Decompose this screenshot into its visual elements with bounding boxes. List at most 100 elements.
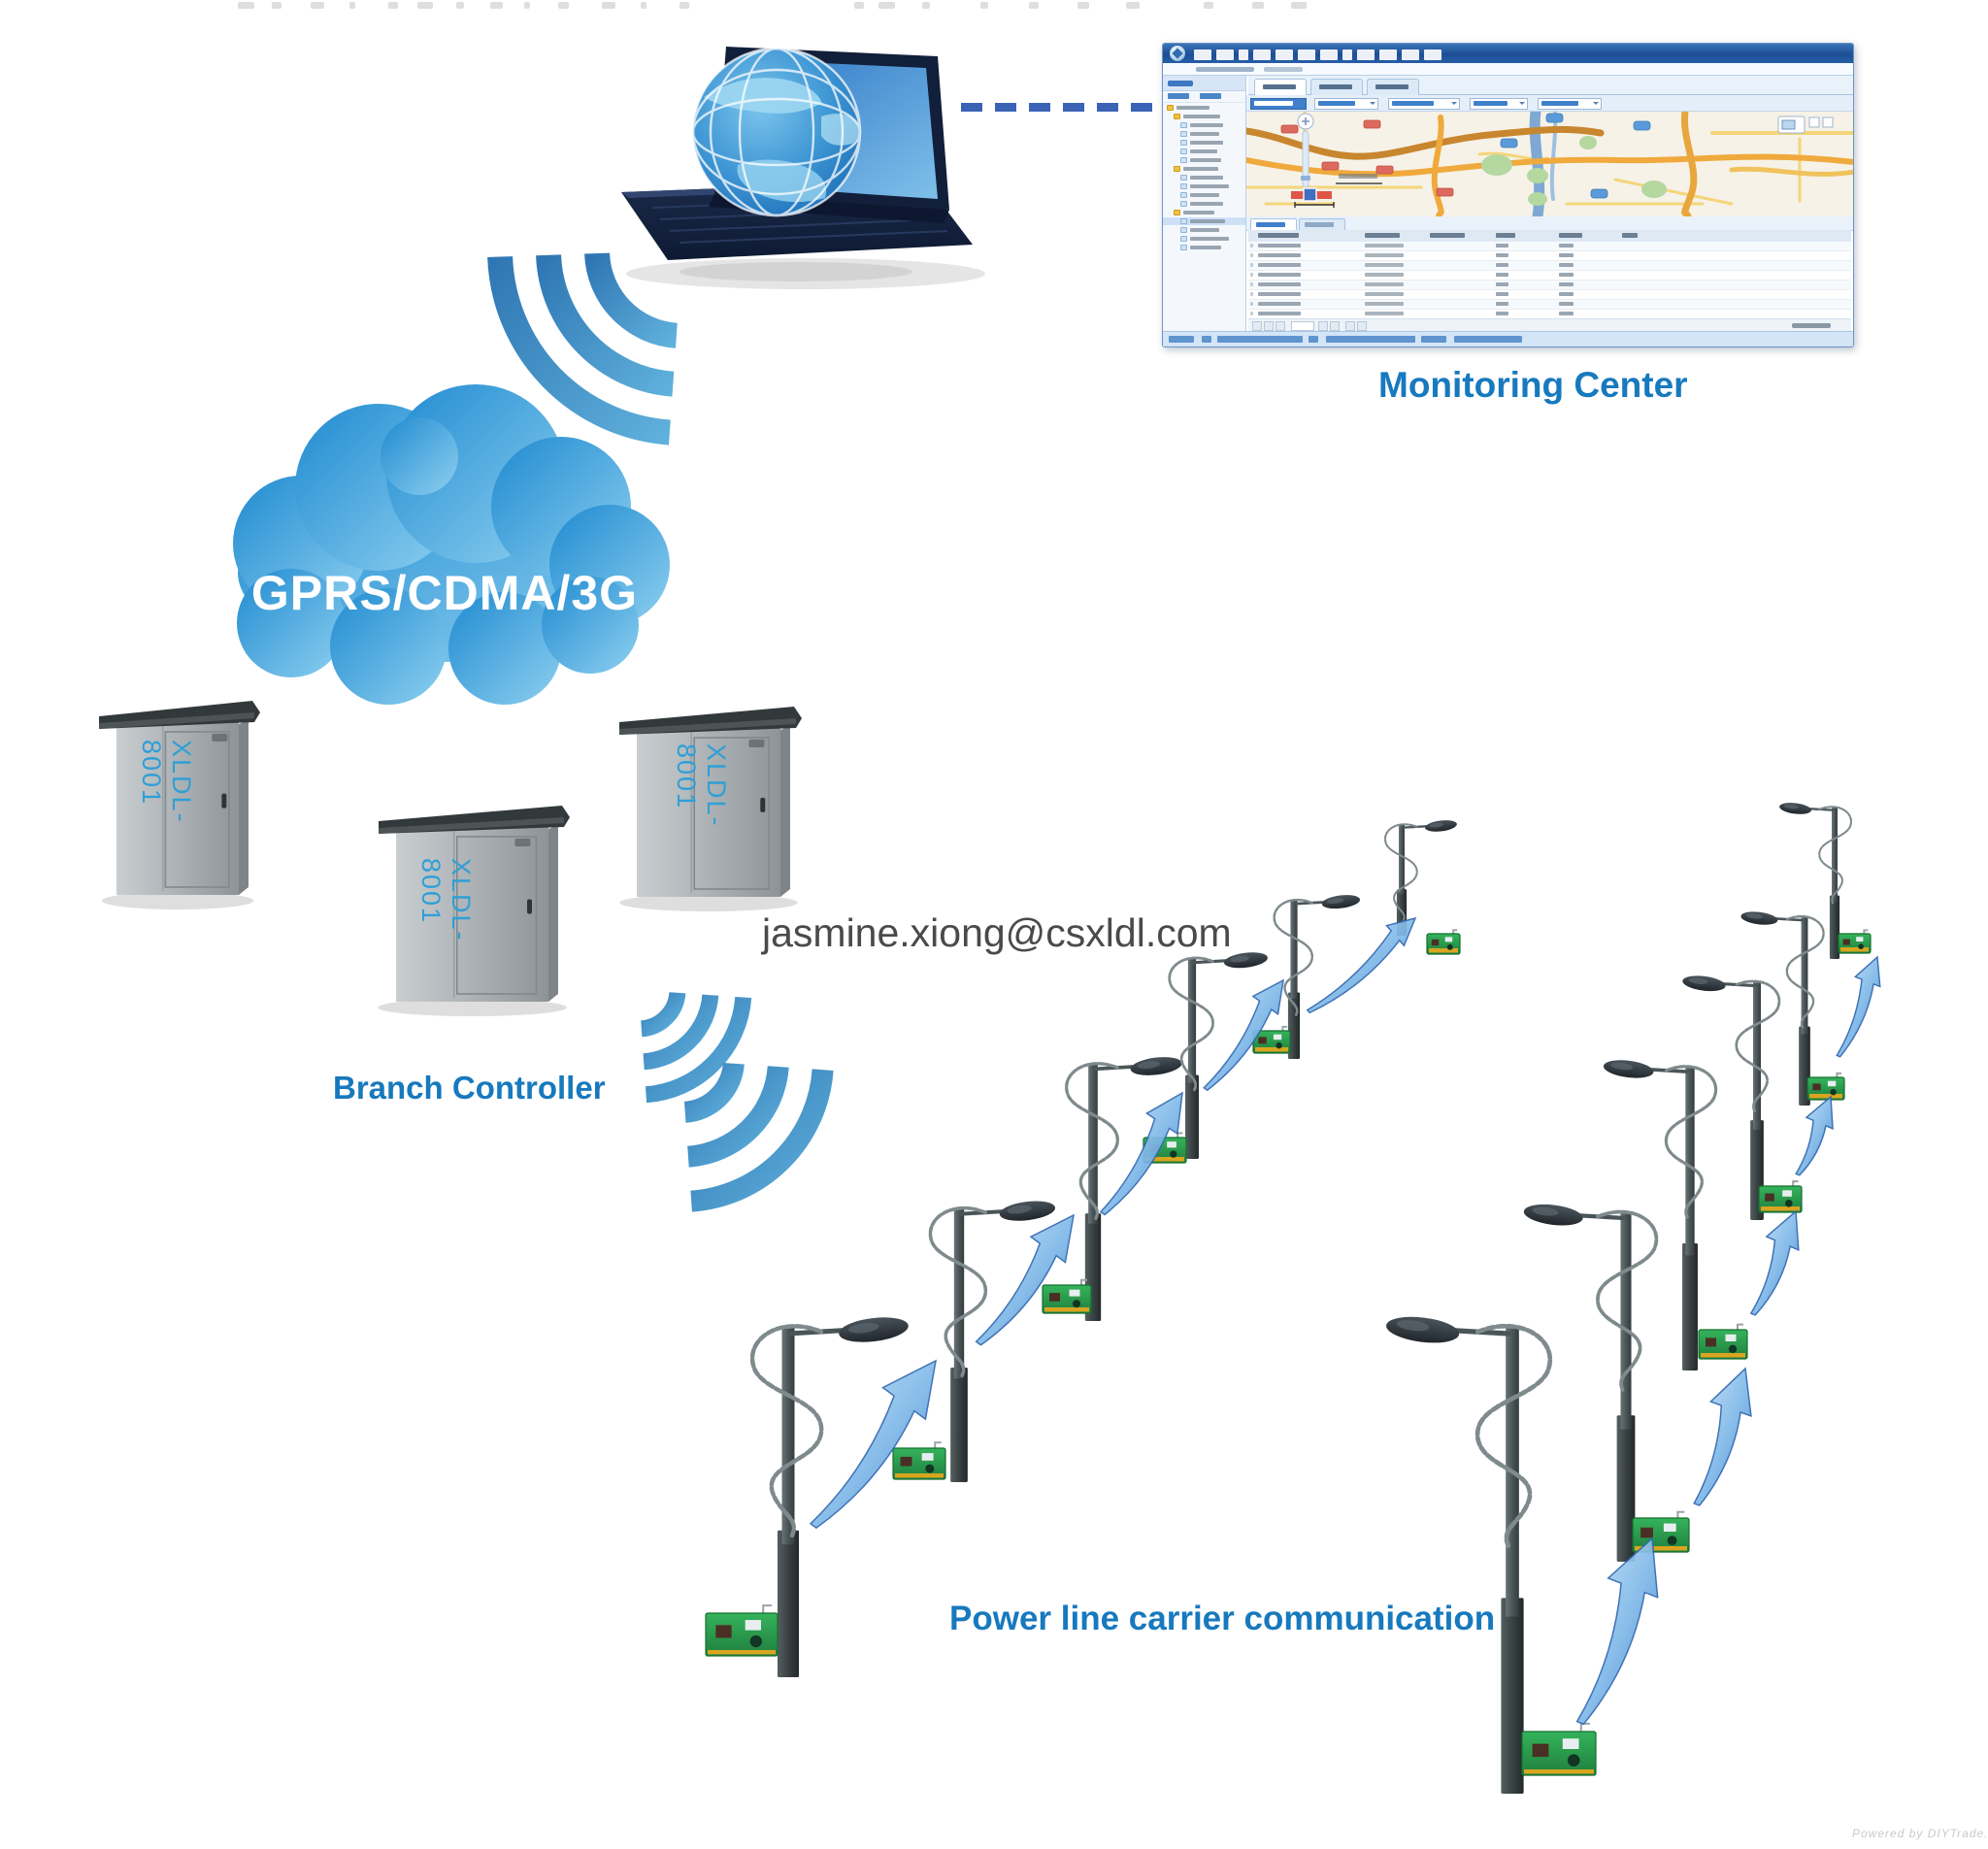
cropped-text-remnant: [1204, 2, 1213, 9]
filter-dropdown[interactable]: [1538, 98, 1602, 110]
tree-item[interactable]: [1163, 174, 1245, 182]
cropped-text-remnant: [456, 2, 464, 9]
gprs-cloud-label: GPRS/CDMA/3G: [250, 566, 639, 620]
map-station-badge[interactable]: [1545, 113, 1564, 123]
wifi-signal-icon: [683, 1062, 834, 1212]
filter-dropdown[interactable]: [1388, 98, 1460, 110]
table-cell: [1496, 263, 1508, 267]
map-alert-badge[interactable]: [1363, 119, 1381, 129]
tree-item[interactable]: [1163, 121, 1245, 129]
tree-item[interactable]: [1163, 165, 1245, 173]
tree-item[interactable]: [1163, 104, 1245, 112]
tree-item-label: [1190, 158, 1221, 162]
pager-button[interactable]: [1318, 321, 1328, 331]
city-map-view[interactable]: [1246, 112, 1854, 216]
tree-item[interactable]: [1163, 200, 1245, 208]
pager-button[interactable]: [1357, 321, 1367, 331]
map-park-areas: [1481, 136, 1667, 206]
cabinet-label-3: XLDL-8001: [672, 743, 731, 828]
lamp-controller-box: [1632, 1510, 1690, 1553]
table-row[interactable]: [1248, 261, 1851, 271]
events-table[interactable]: [1248, 230, 1851, 319]
page-number-input[interactable]: [1291, 321, 1314, 331]
table-pagination[interactable]: [1248, 318, 1851, 332]
cropped-text-remnant: [1252, 2, 1264, 9]
tree-item-label: [1190, 123, 1223, 127]
view-tab[interactable]: [1310, 79, 1363, 95]
lamp-controller-box: [1042, 1278, 1092, 1314]
pager-button[interactable]: [1252, 321, 1262, 331]
status-text-segment: [1169, 336, 1194, 343]
table-header-cell: [1496, 233, 1515, 238]
tree-item-label: [1190, 184, 1229, 188]
map-overview-control[interactable]: [1777, 116, 1834, 134]
result-subtabs[interactable]: [1246, 216, 1853, 231]
tree-item[interactable]: [1163, 191, 1245, 199]
map-station-badge[interactable]: [1633, 120, 1651, 131]
view-tab[interactable]: [1367, 79, 1419, 95]
view-tabs[interactable]: [1248, 76, 1853, 95]
map-alert-badge[interactable]: [1375, 165, 1394, 175]
tree-item[interactable]: [1163, 209, 1245, 216]
map-alert-badge[interactable]: [1280, 124, 1299, 134]
tree-item[interactable]: [1163, 130, 1245, 138]
lamp-controller-box: [705, 1604, 779, 1657]
view-tab[interactable]: [1254, 79, 1307, 95]
tree-item[interactable]: [1163, 182, 1245, 190]
power-line-coil: [1785, 914, 1825, 1029]
tree-item[interactable]: [1163, 148, 1245, 155]
status-text-segment: [1202, 336, 1211, 343]
table-row[interactable]: [1248, 290, 1851, 300]
cropped-text-remnant: [878, 2, 895, 9]
pager-button[interactable]: [1264, 321, 1274, 331]
tree-item[interactable]: [1163, 217, 1245, 225]
street-light: [1779, 803, 1853, 959]
map-scale-bar: [1294, 174, 1382, 208]
window-main-area: [1246, 76, 1854, 332]
tree-item[interactable]: [1163, 235, 1245, 243]
globe-graphic: [691, 47, 862, 217]
filter-dropdown[interactable]: [1470, 98, 1528, 110]
map-station-badge[interactable]: [1590, 188, 1608, 199]
filter-toolbar[interactable]: [1246, 95, 1853, 112]
pager-button[interactable]: [1276, 321, 1285, 331]
table-row[interactable]: [1248, 281, 1851, 290]
tree-item[interactable]: [1163, 139, 1245, 147]
street-light: [1523, 1204, 1659, 1562]
table-cell: [1258, 312, 1301, 315]
device-tree-panel[interactable]: [1163, 76, 1246, 331]
lamp-controller-box: [1698, 1323, 1748, 1360]
row-index-mark: [1250, 244, 1253, 248]
tree-panel-links[interactable]: [1163, 90, 1245, 103]
map-selected-road-marker[interactable]: [1291, 187, 1332, 202]
pager-button[interactable]: [1345, 321, 1355, 331]
map-zoom-control[interactable]: [1297, 113, 1314, 188]
cropped-text-remnant: [980, 2, 988, 9]
table-row[interactable]: [1248, 300, 1851, 310]
filter-button[interactable]: [1250, 98, 1307, 110]
street-light: [1740, 911, 1825, 1106]
table-row[interactable]: [1248, 251, 1851, 261]
tree-item[interactable]: [1163, 226, 1245, 234]
filter-dropdown[interactable]: [1314, 98, 1378, 110]
window-title-bar[interactable]: [1163, 44, 1853, 63]
status-text-segment: [1217, 336, 1303, 343]
lamp-controller-box: [892, 1441, 946, 1480]
map-alert-badge[interactable]: [1436, 187, 1454, 197]
row-index-mark: [1250, 302, 1253, 306]
power-line-coil: [1818, 806, 1853, 905]
cropped-text-remnant: [349, 2, 355, 9]
tree-item[interactable]: [1163, 244, 1245, 251]
map-park-area: [1527, 168, 1548, 183]
table-row[interactable]: [1248, 242, 1851, 251]
table-row[interactable]: [1248, 271, 1851, 281]
map-station-badge[interactable]: [1500, 138, 1518, 149]
street-light: [1273, 895, 1361, 1059]
tree-item[interactable]: [1163, 113, 1245, 120]
tree-item[interactable]: [1163, 156, 1245, 164]
map-alert-badge[interactable]: [1321, 161, 1340, 171]
table-header-cell: [1365, 233, 1400, 238]
pager-button[interactable]: [1330, 321, 1340, 331]
window-menu-bar[interactable]: [1163, 63, 1853, 76]
